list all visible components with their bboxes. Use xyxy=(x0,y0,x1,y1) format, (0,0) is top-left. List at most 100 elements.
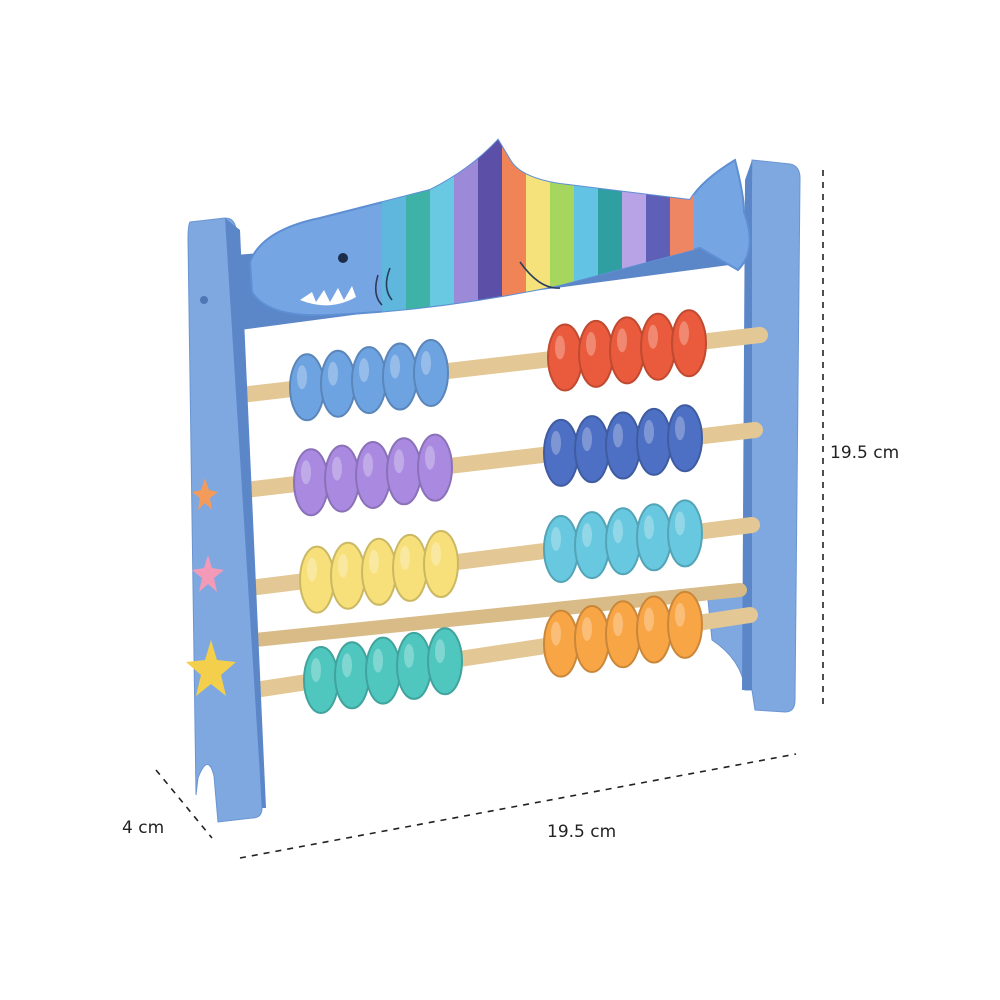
shark-stripe xyxy=(502,140,526,316)
abacus-bead[interactable] xyxy=(636,503,672,572)
shark-stripe xyxy=(574,140,598,316)
abacus-bead[interactable] xyxy=(303,646,339,714)
abacus-bead[interactable] xyxy=(605,600,641,669)
bead-highlight xyxy=(373,648,383,673)
abacus-bead[interactable] xyxy=(667,499,703,568)
bead-highlight xyxy=(613,423,623,448)
bead-highlight xyxy=(369,549,379,574)
shark-stripe xyxy=(454,140,478,316)
bead-highlight xyxy=(307,557,317,582)
bead-highlight xyxy=(675,602,685,627)
abacus-bead[interactable] xyxy=(330,541,366,610)
abacus-bead[interactable] xyxy=(574,511,610,580)
abacus-bead[interactable] xyxy=(299,545,335,614)
abacus-bead[interactable] xyxy=(417,433,453,502)
abacus-bead[interactable] xyxy=(351,346,387,415)
abacus-bead[interactable] xyxy=(671,309,707,378)
bead-highlight xyxy=(394,449,404,474)
bead-highlight xyxy=(586,331,596,356)
abacus-bead[interactable] xyxy=(392,533,428,602)
bead-highlight xyxy=(648,324,658,349)
bead-highlight xyxy=(644,515,654,540)
bead-highlight xyxy=(644,607,654,632)
bead-highlight xyxy=(404,643,414,668)
abacus-bead[interactable] xyxy=(543,514,579,583)
bead-highlight xyxy=(425,445,435,470)
abacus-bead[interactable] xyxy=(609,316,645,385)
shark-stripe xyxy=(526,140,550,316)
abacus-bead[interactable] xyxy=(543,609,579,678)
abacus-bead[interactable] xyxy=(423,530,459,599)
width-guide xyxy=(239,753,797,859)
abacus-bead[interactable] xyxy=(640,312,676,381)
shark-stripe xyxy=(430,140,454,316)
starfish-icon xyxy=(192,478,218,510)
dimension-guides xyxy=(155,170,824,859)
abacus-bead[interactable] xyxy=(667,404,703,473)
abacus-bead[interactable] xyxy=(396,631,432,700)
abacus-bead[interactable] xyxy=(324,444,360,513)
abacus-bead[interactable] xyxy=(605,411,641,480)
bead-highlight xyxy=(435,639,445,664)
abacus-bead[interactable] xyxy=(365,636,401,705)
abacus-left-frame xyxy=(186,217,266,823)
shark-stripe xyxy=(550,140,574,316)
shark-stripe xyxy=(478,140,502,316)
abacus-bead[interactable] xyxy=(382,342,418,411)
shark-stripe xyxy=(622,140,646,316)
bead-highlight xyxy=(675,416,685,441)
abacus-bead[interactable] xyxy=(289,353,325,422)
shark-stripe xyxy=(670,140,694,316)
bead-highlight xyxy=(342,653,352,678)
abacus-bead[interactable] xyxy=(578,319,614,388)
bead-highlight xyxy=(363,452,373,477)
shark-stripe xyxy=(406,140,430,316)
abacus-bead[interactable] xyxy=(605,507,641,576)
abacus-bead[interactable] xyxy=(636,595,672,664)
bead-highlight xyxy=(297,365,307,390)
abacus-bead[interactable] xyxy=(361,537,397,606)
abacus-bead[interactable] xyxy=(355,440,391,509)
bead-highlight xyxy=(390,354,400,379)
height-label: 19.5 cm xyxy=(830,443,900,463)
bead-highlight xyxy=(328,361,338,386)
bead-highlight xyxy=(644,419,654,444)
abacus-bead[interactable] xyxy=(667,590,703,659)
width-label: 19.5 cm xyxy=(547,822,617,842)
bead-highlight xyxy=(338,553,348,578)
abacus-bead[interactable] xyxy=(293,448,329,517)
bead-highlight xyxy=(400,545,410,570)
bead-highlight xyxy=(582,523,592,548)
starfish-icon xyxy=(192,555,224,592)
bead-highlight xyxy=(675,511,685,536)
abacus-bead[interactable] xyxy=(386,437,422,506)
bead-highlight xyxy=(551,430,561,455)
abacus-bead[interactable] xyxy=(574,604,610,673)
bead-highlight xyxy=(301,460,311,485)
depth-guide xyxy=(155,769,213,839)
bead-highlight xyxy=(332,456,342,481)
abacus-bead[interactable] xyxy=(543,418,579,487)
shark-icon xyxy=(236,138,752,330)
bead-highlight xyxy=(359,358,369,383)
abacus-bead[interactable] xyxy=(427,627,463,696)
abacus-bead[interactable] xyxy=(320,349,356,418)
bead-highlight xyxy=(311,658,321,682)
bead-highlight xyxy=(551,526,561,551)
bead-highlight xyxy=(613,612,623,637)
bead-highlight xyxy=(582,616,592,641)
abacus-bead[interactable] xyxy=(547,323,583,392)
abacus-bead[interactable] xyxy=(413,338,449,407)
bead-highlight xyxy=(617,328,627,353)
bead-highlight xyxy=(679,321,689,346)
bead-highlight xyxy=(551,621,561,646)
bead-highlight xyxy=(421,350,431,375)
shark-stripe xyxy=(382,140,406,316)
abacus-bead[interactable] xyxy=(334,641,370,710)
abacus-bead[interactable] xyxy=(574,415,610,484)
abacus-bead[interactable] xyxy=(636,407,672,476)
depth-label: 4 cm xyxy=(122,818,165,838)
bead-highlight xyxy=(555,335,565,360)
bead-highlight xyxy=(582,427,592,452)
